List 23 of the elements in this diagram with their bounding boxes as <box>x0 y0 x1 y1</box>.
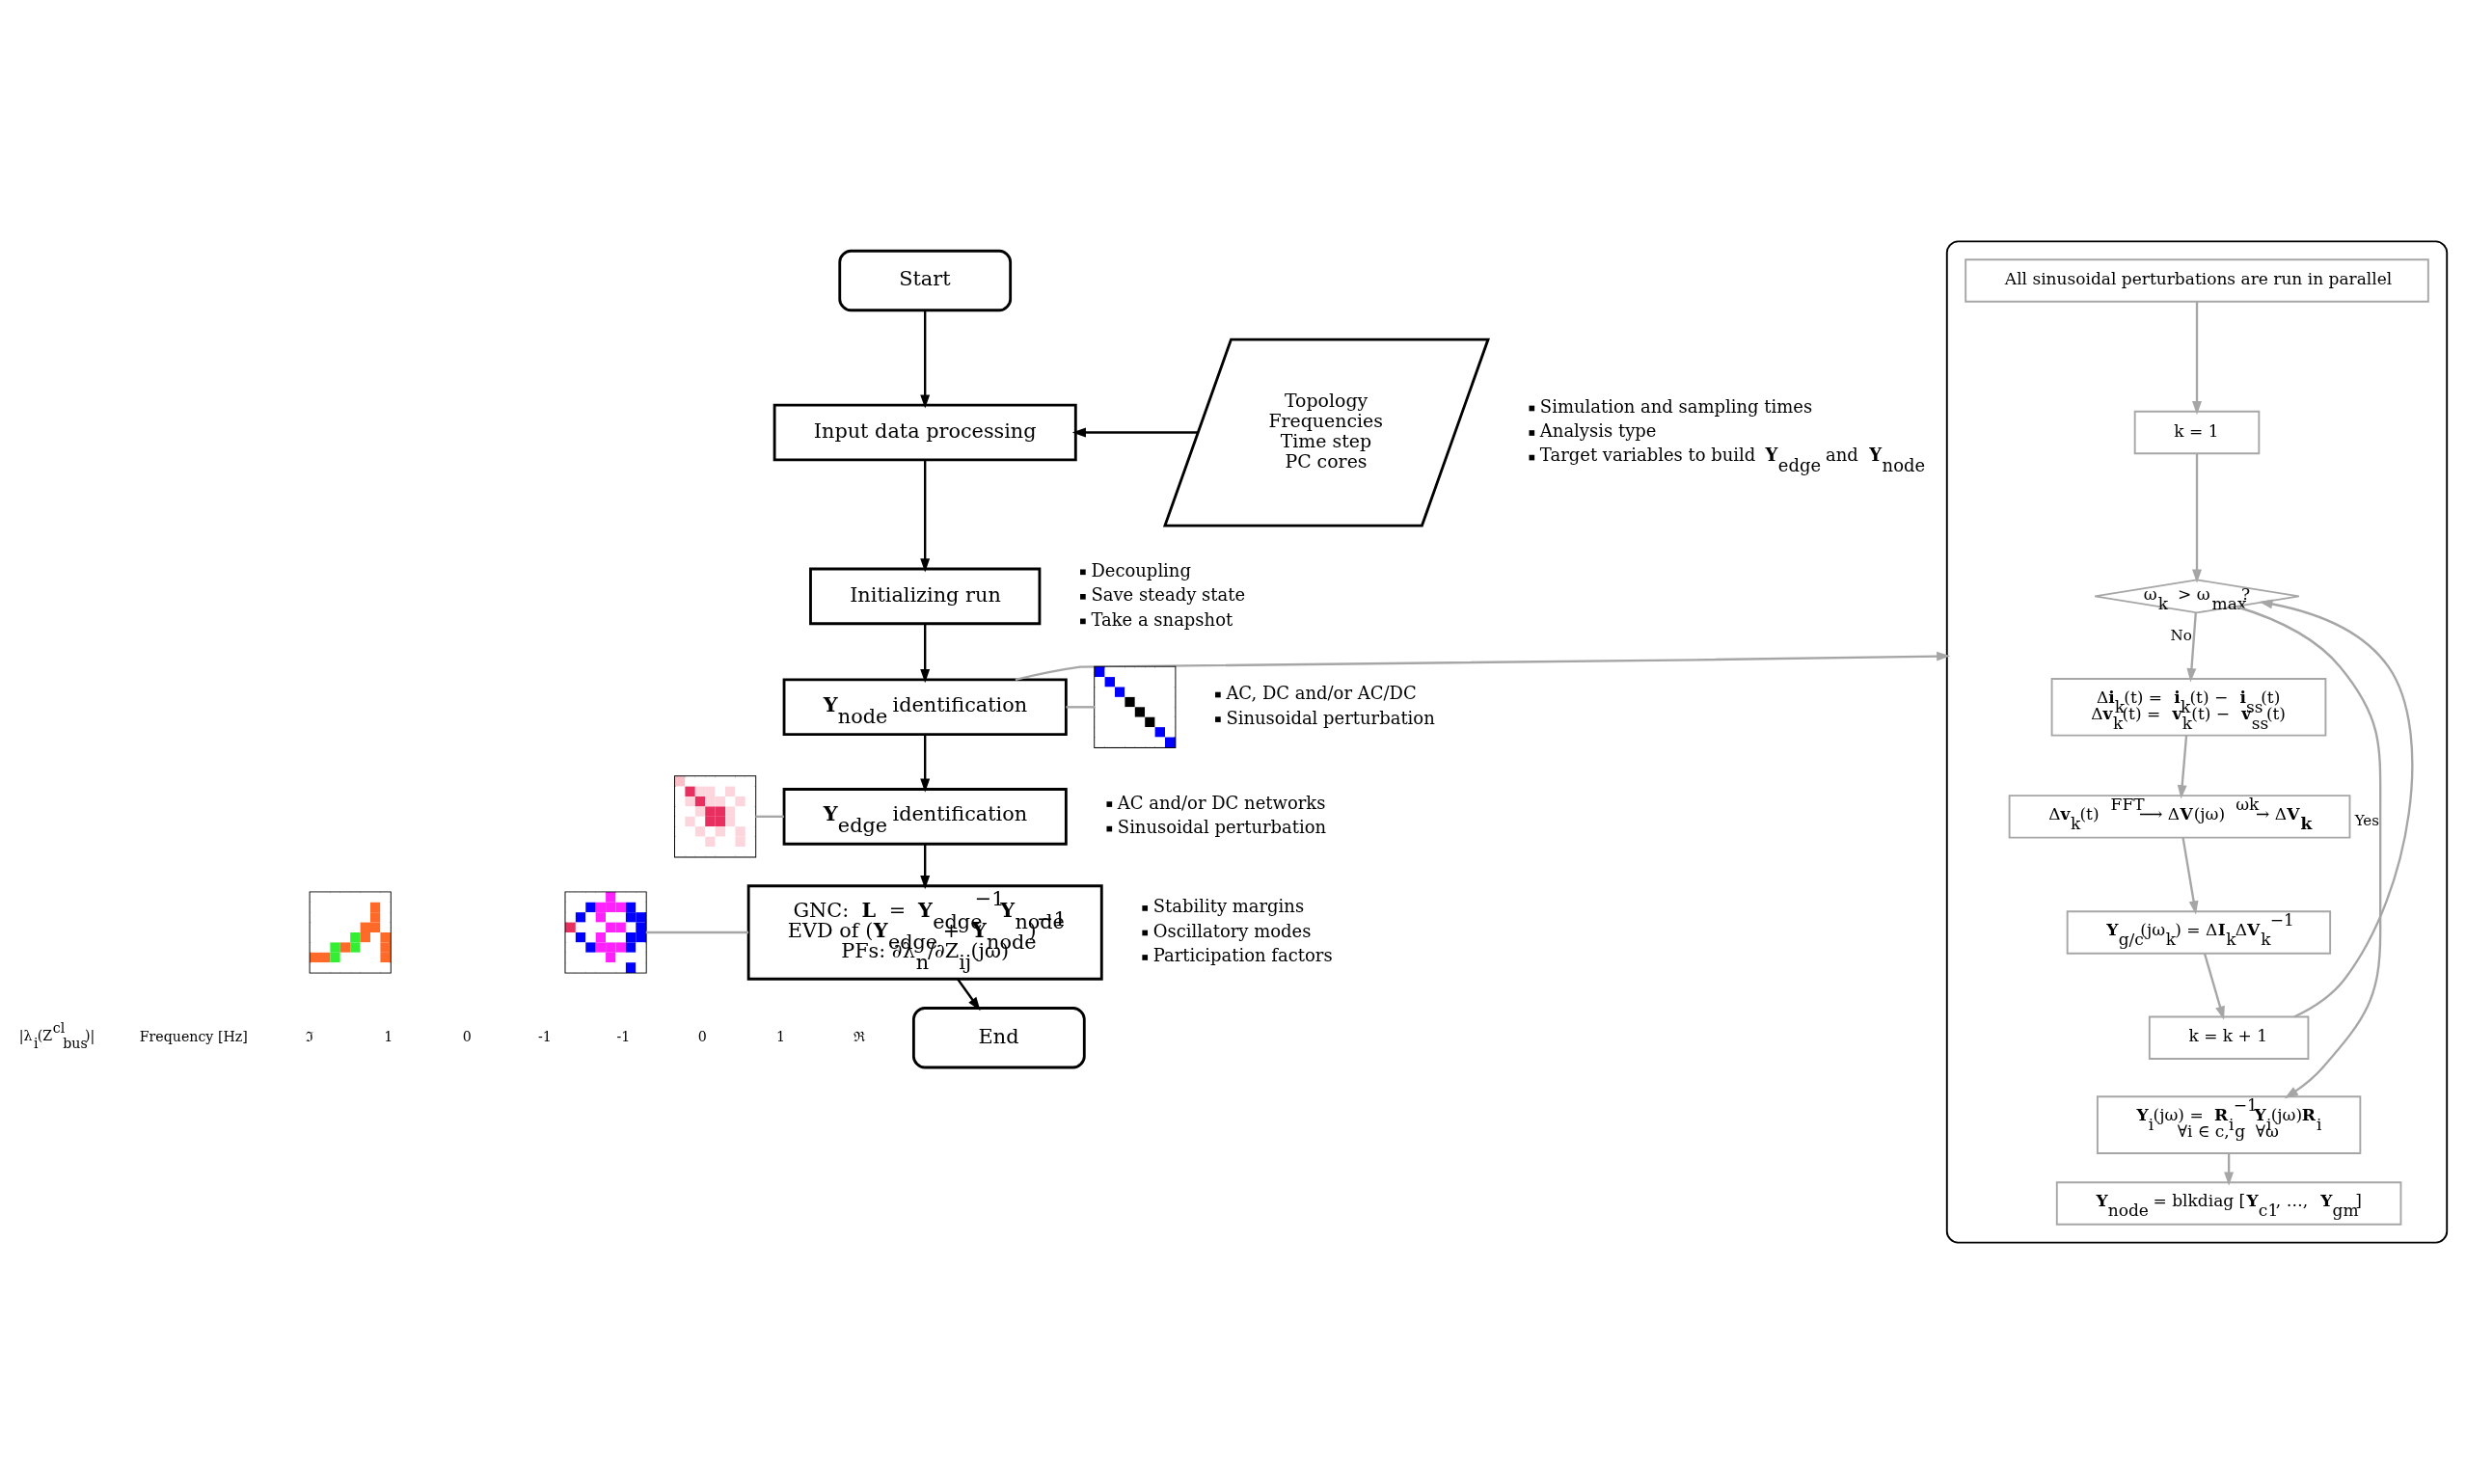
edge-label: No <box>2170 627 2192 645</box>
node-label: Analysis type <box>1539 420 1657 442</box>
label: 0 <box>697 1028 707 1044</box>
label: 1 <box>384 1028 393 1044</box>
label: -1 <box>538 1028 552 1044</box>
node-label: Sinusoidal perturbation <box>1117 817 1327 838</box>
label: Frequency [Hz] <box>139 1028 248 1044</box>
node-label: Take a snapshot <box>1091 608 1233 630</box>
label: 0 <box>462 1028 472 1044</box>
node-label: Sinusoidal perturbation <box>1226 707 1435 728</box>
label: ℑ <box>306 1028 314 1044</box>
edge-label: Yes <box>2354 812 2380 830</box>
node-label: Save steady state <box>1091 584 1246 606</box>
label: -1 <box>616 1028 631 1044</box>
node-label: Simulation and sampling times <box>1539 395 1813 417</box>
node-label: Decoupling <box>1091 559 1191 580</box>
node-label: AC, DC and/or AC/DC <box>1226 682 1417 703</box>
node-label: Oscillatory modes <box>1152 920 1312 941</box>
node-label: Participation factors <box>1152 945 1333 966</box>
label: ℜ <box>853 1028 865 1044</box>
node-label: Stability margins <box>1152 896 1305 917</box>
label: 1 <box>776 1028 786 1044</box>
node-label: AC and/or DC networks <box>1117 792 1326 813</box>
